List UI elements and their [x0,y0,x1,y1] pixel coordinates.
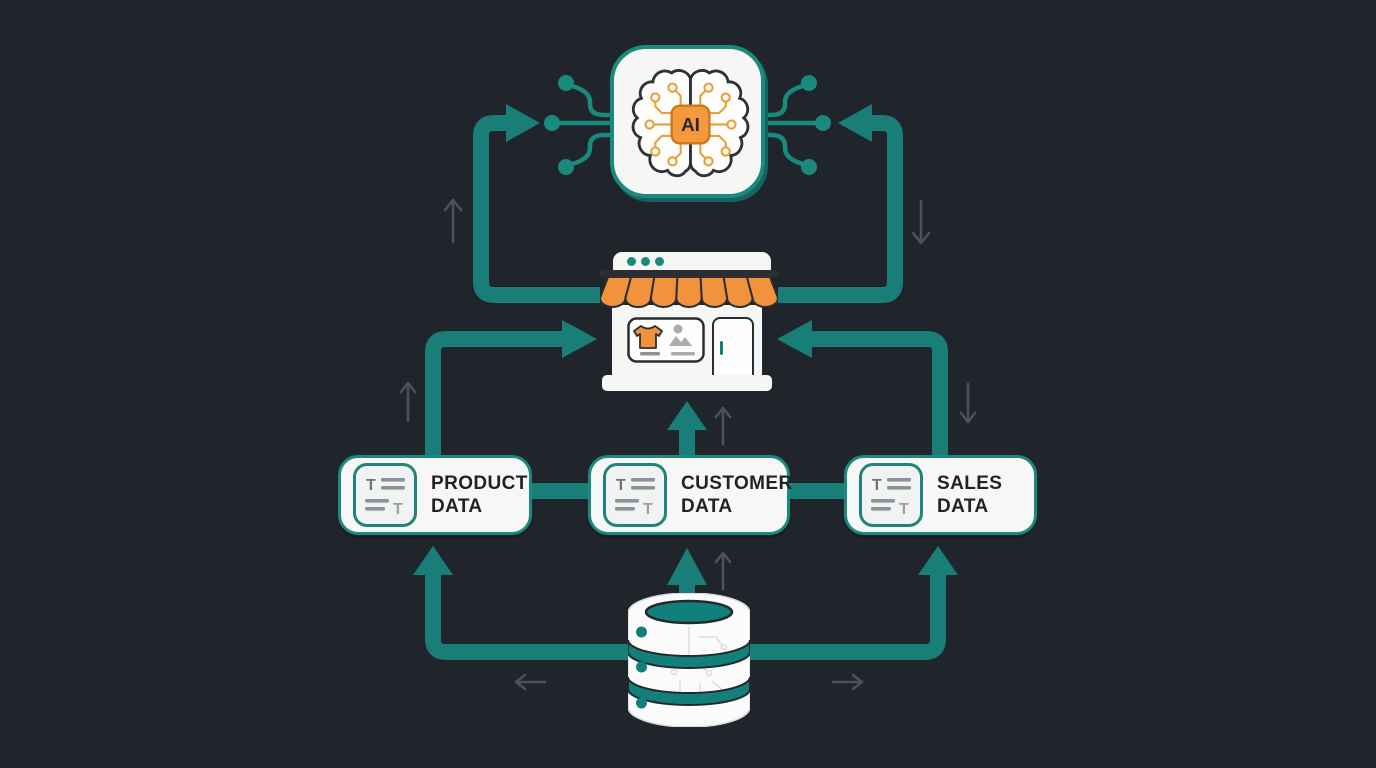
text-document-icon: T T [353,463,417,527]
svg-text:T: T [616,477,626,494]
database-icon [627,592,751,728]
awning-icon [600,270,778,309]
hint-up-left-loop [443,198,463,244]
ai-chip-label: AI [681,114,700,135]
ai-node: AI [610,45,765,198]
window-dot-icon [641,256,650,266]
arrow-product-to-store [425,331,564,455]
sales-data-label: SALES DATA [937,472,1003,517]
window-dot-icon [627,256,636,266]
customer-data-box: T T CUSTOMER DATA [588,455,793,535]
store-topbar [613,252,771,270]
product-data-box: T T PRODUCT DATA [338,455,532,535]
svg-text:T: T [393,501,403,517]
hint-up-customer [714,406,732,446]
arrow-db-to-sales [748,574,946,660]
arrow-db-to-product [425,574,632,660]
store-base [602,375,772,391]
svg-text:T: T [643,501,653,517]
arrow-store-to-ai-right [778,115,903,303]
door-handle [720,341,723,355]
hint-up-product [399,381,417,423]
database-node [627,592,751,728]
hint-down-right-loop [911,199,931,245]
shop-window [627,317,705,363]
ai-brain-icon: AI [631,69,750,178]
text-document-icon: T T [859,463,923,527]
hint-down-sales [959,382,977,424]
window-dot-icon [655,256,664,266]
hint-up-db [714,551,732,591]
ai-circuit-traces [544,75,831,175]
tshirt-icon [633,325,663,349]
storefront-node [600,248,778,392]
sales-data-box: T T SALES DATA [844,455,1037,535]
arrow-store-to-ai-left [473,115,600,303]
ai-chip [670,104,711,145]
arrow-sales-to-store [810,331,948,455]
photo-icon [669,324,692,346]
svg-text:T: T [366,477,376,494]
arrowheads [413,104,958,585]
hint-arrows [399,198,977,691]
svg-text:T: T [872,477,882,494]
product-data-label: PRODUCT DATA [431,472,528,517]
svg-text:T: T [899,501,909,517]
hint-left-db [514,673,547,691]
hint-right-db [831,673,864,691]
store-door [712,317,754,379]
text-document-icon: T T [603,463,667,527]
customer-data-label: CUSTOMER DATA [681,472,793,517]
